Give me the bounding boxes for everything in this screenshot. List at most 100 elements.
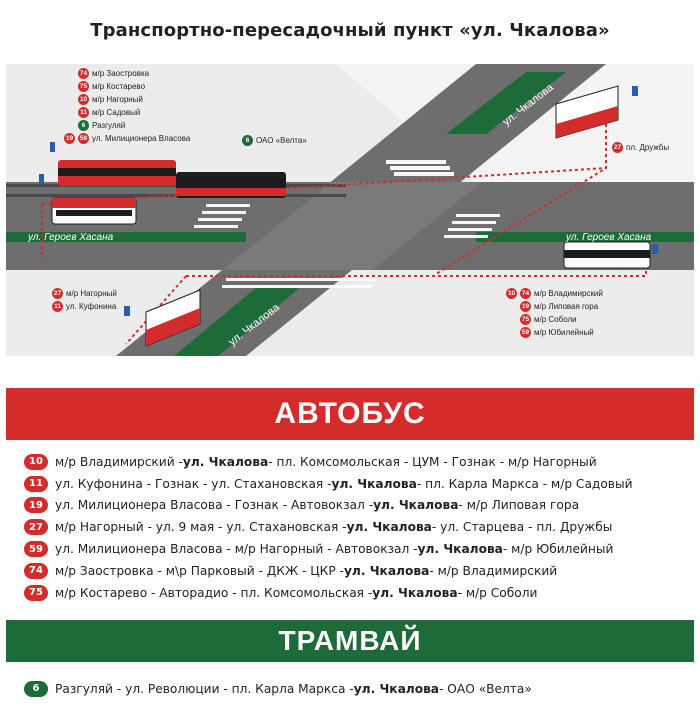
route-start: ул. Милиционера Власова - Гознак - Автов…	[55, 498, 374, 513]
route-stop: ул. Чкалова	[331, 476, 417, 491]
callout-label: Разгуляй	[92, 121, 126, 130]
route-start: ул. Куфонина - Гознак - ул. Стахановская…	[55, 476, 332, 491]
route-badge: 75	[78, 81, 89, 92]
route-end: - ОАО «Велта»	[439, 681, 532, 696]
street-label-heroev-left: ул. Героев Хасана	[27, 232, 114, 243]
route-stop: ул. Чкалова	[346, 520, 432, 535]
callout-label: м/р Соболи	[534, 315, 577, 324]
callout-label: ул. Куфонина	[66, 302, 117, 311]
bus-top-right	[555, 85, 619, 139]
median-bottom	[174, 286, 302, 356]
route-badge: 11	[78, 107, 89, 118]
tram-vehicle	[58, 160, 286, 198]
route-end: - м/р Юбилейный	[502, 542, 614, 557]
median-top	[446, 72, 566, 134]
crosswalks	[194, 160, 500, 288]
route-badge: 27	[52, 288, 63, 299]
route-start: Разгуляй - ул. Революции - пл. Карла Мар…	[55, 681, 354, 696]
route-start: м/р Нагорный - ул. 9 мая - ул. Стахановс…	[55, 520, 347, 535]
route-end: - м/р Соболи	[457, 585, 538, 600]
callout-label: м/р Костарево	[92, 82, 146, 91]
route-end: - пл. Комсомольская - ЦУМ - Гознак - м/р…	[268, 454, 597, 469]
route-stop: ул. Чкалова	[182, 454, 269, 469]
stop-callout-top-right: 27 пл. Дружбы	[612, 142, 669, 153]
route-number-badge: 75	[24, 584, 48, 601]
bus-route-row: 11 ул. Куфонина - Гознак - ул. Стахановск…	[24, 473, 694, 495]
route-start: м/р Заостровка - м\р Парковый - ДКЖ - ЦК…	[55, 563, 344, 578]
bus-section-heading: АВТОБУС	[6, 388, 694, 440]
route-number-badge: 11	[24, 475, 48, 492]
map-drawing: ул. Чкалова ул. Героев Хасана ул. Героев…	[6, 64, 694, 356]
callout-label: ОАО «Велта»	[256, 136, 307, 145]
bus-route-row: 27 м/р Нагорный - ул. 9 мая - ул. Стахано…	[24, 516, 694, 538]
route-badge: 75	[520, 314, 531, 325]
callout-label: м/р Нагорный	[66, 289, 117, 298]
route-stop: ул. Чкалова	[353, 681, 440, 696]
bus-left	[51, 197, 137, 225]
callout-label: м/р Владимирский	[534, 289, 603, 298]
bus-route-row: 74 м/р Заостровка - м\р Парковый - ДКЖ - …	[24, 560, 694, 582]
route-badge: 11	[52, 301, 63, 312]
route-badge: 74	[520, 288, 531, 299]
route-end: - ул. Старцева - пл. Дружбы	[431, 520, 613, 535]
route-start: ул. Милиционера Власова - м/р Нагорный -…	[55, 542, 418, 557]
route-end: - пл. Карла Маркса - м/р Садовый	[416, 476, 633, 491]
street-label-heroev-right: ул. Героев Хасана	[565, 232, 652, 243]
route-badge: 19	[520, 301, 531, 312]
page-title: Транспортно-пересадочный пункт «ул. Чкал…	[90, 20, 610, 41]
route-badge: 59	[520, 327, 531, 338]
bus-route-list: 10 м/р Владимирский - ул. Чкалова - пл. К…	[24, 451, 694, 604]
route-badge: 27	[612, 142, 623, 153]
callout-label: ул. Милиционера Власова	[92, 134, 191, 143]
callout-label: пл. Дружбы	[626, 143, 670, 152]
route-number-badge: 74	[24, 562, 48, 579]
tram-badge: 6	[78, 120, 89, 131]
median-left	[6, 232, 246, 242]
route-badge: 10	[78, 94, 89, 105]
stop-callout-top-center: 6 ОАО «Велта»	[242, 135, 307, 146]
callout-label: м/р Юбилейный	[534, 328, 594, 337]
callout-label: м/р Нагорный	[92, 95, 143, 104]
interchange-map: ул. Чкалова ул. Героев Хасана ул. Героев…	[6, 64, 694, 356]
route-badge: 19	[64, 133, 75, 144]
bus-bottom	[145, 289, 201, 347]
median-right	[476, 232, 694, 242]
route-start: м/р Владимирский -	[55, 454, 183, 469]
callout-label: м/р Садовый	[92, 108, 141, 117]
route-stop: ул. Чкалова	[417, 542, 503, 557]
route-number-badge: 10	[24, 453, 48, 470]
route-number-badge: 27	[24, 519, 48, 536]
route-number-badge: 59	[24, 541, 48, 558]
tram-section-heading: ТРАМВАЙ	[6, 620, 694, 662]
route-end: - м/р Липовая гора	[458, 498, 580, 513]
callout-label: м/р Заостровка	[92, 69, 150, 78]
callout-label: м/р Липовая гора	[534, 302, 599, 311]
bus-route-row: 59 ул. Милиционера Власова - м/р Нагорный…	[24, 538, 694, 560]
route-badge: 74	[78, 68, 89, 79]
bus-route-row: 10 м/р Владимирский - ул. Чкалова - пл. К…	[24, 451, 694, 473]
bus-right	[563, 241, 651, 269]
route-stop: ул. Чкалова	[372, 585, 458, 600]
tram-badge: 6	[242, 135, 253, 146]
route-stop: ул. Чкалова	[343, 563, 430, 578]
route-badge: 59	[78, 133, 89, 144]
